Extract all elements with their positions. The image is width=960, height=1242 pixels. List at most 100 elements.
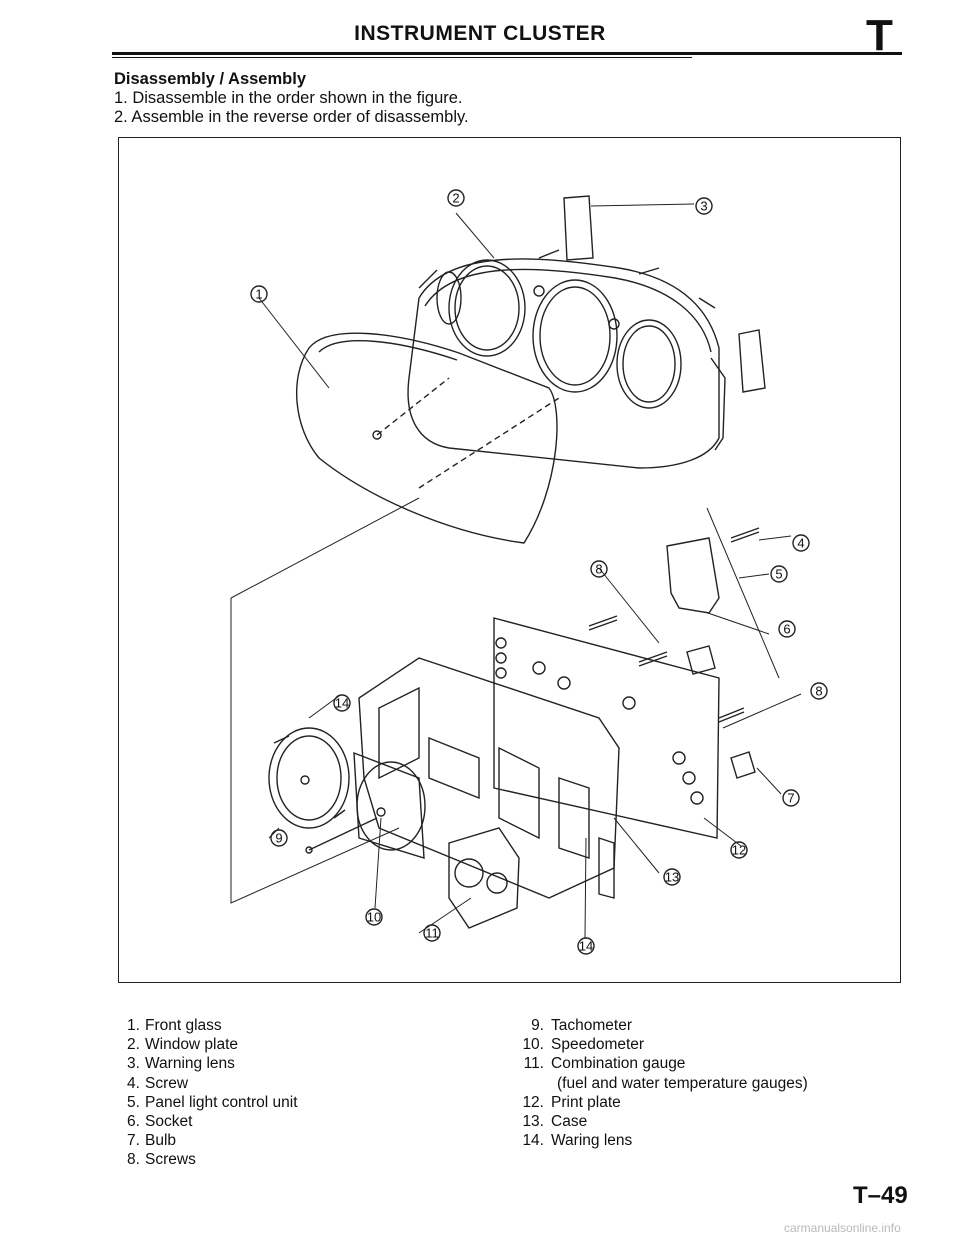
exploded-view-drawing: 2 3 1 4 5 8 6 8 14 7 9 12 13 10 11 14: [230, 189, 828, 955]
speedometer-drawing: [305, 751, 426, 859]
legend-num: 13.: [522, 1113, 544, 1131]
legend-num: 4.: [127, 1074, 140, 1092]
panel-light-control-unit-drawing: [666, 537, 720, 614]
callout-14-left: 14: [333, 694, 351, 712]
legend-label: Speedometer: [551, 1036, 645, 1054]
callout-label-7: 7: [787, 791, 794, 806]
legend-item: 13.Case: [520, 1112, 808, 1131]
legend-num: 8.: [127, 1151, 140, 1169]
legend-num: 10.: [522, 1036, 544, 1054]
intro-block: Disassembly / Assembly 1. Disassemble in…: [114, 70, 469, 127]
callout-label-14b: 14: [579, 939, 593, 954]
callout-6: 6: [778, 620, 796, 638]
callout-2: 2: [447, 189, 465, 207]
callout-8-top: 8: [590, 560, 608, 578]
callout-label-2: 2: [452, 191, 459, 206]
legend-label: Socket: [145, 1113, 193, 1131]
parts-legend-right: 9. Tachometer 10. Speedometer 11. Combinati…: [520, 1016, 808, 1150]
section-heading: Disassembly / Assembly: [114, 70, 306, 88]
legend-item: 14. Waring lens: [520, 1131, 808, 1150]
callout-11: 11: [423, 924, 441, 942]
callout-13: 13: [663, 868, 681, 886]
callout-label-11: 11: [425, 926, 439, 941]
legend-label: Screw: [145, 1074, 189, 1092]
legend-item: 10. Speedometer: [520, 1035, 808, 1054]
warning-lens-drawing: [563, 195, 594, 261]
legend-item: 7. Bulb: [127, 1131, 298, 1150]
print-plate-drawing: [493, 617, 720, 839]
legend-item: 5. Panel light control unit: [127, 1093, 298, 1112]
header-rule: [112, 52, 902, 55]
callout-label-6: 6: [783, 622, 790, 637]
callout-label-4: 4: [797, 536, 804, 551]
callout-label-12: 12: [732, 843, 746, 858]
page-number: T–49: [853, 1182, 908, 1209]
callout-label-3: 3: [700, 199, 707, 214]
callout-label-5: 5: [775, 567, 782, 582]
socket-drawing: [686, 645, 716, 675]
legend-num: 7.: [127, 1132, 140, 1150]
legend-label: Window plate: [145, 1036, 239, 1054]
callouts: 2 3 1 4 5 8 6 8 14 7 9 12 13 10 11 14: [250, 189, 828, 955]
legend-item: 12. Print plate: [520, 1093, 808, 1112]
screw-drawing-2: [638, 651, 668, 667]
legend-label: Front glass: [145, 1017, 222, 1034]
callout-label-13: 13: [665, 870, 679, 885]
legend-num: 5.: [127, 1093, 140, 1111]
window-plate-drawing: [407, 249, 726, 469]
exploded-view-figure: 2 3 1 4 5 8 6 8 14 7 9 12 13 10 11 14: [118, 137, 901, 983]
front-glass-drawing: [295, 332, 560, 544]
bulb-drawing: [730, 751, 756, 779]
legend-item: 6. Socket: [127, 1112, 298, 1131]
callout-4: 4: [792, 534, 810, 552]
page-title: INSTRUMENT CLUSTER: [354, 22, 606, 45]
legend-label: Waring lens: [551, 1132, 633, 1150]
combination-gauge-drawing: [448, 827, 520, 929]
legend-item: 4. Screw: [127, 1074, 298, 1093]
legend-num: 3.: [127, 1055, 140, 1073]
callout-label-1: 1: [255, 287, 262, 302]
callout-label-8a: 8: [595, 562, 602, 577]
screw-drawing-4: [730, 527, 760, 543]
callout-label-14a: 14: [335, 696, 349, 711]
header-rule-thin: [112, 57, 692, 58]
legend-label: Warning lens: [145, 1055, 235, 1073]
parts-legend-left: 1. Front glass 2. Window plate 3. Warning l…: [127, 1016, 298, 1170]
legend-num: 12.: [522, 1093, 544, 1111]
legend-num: 2.: [127, 1036, 140, 1054]
callout-1: 1: [250, 285, 268, 303]
callout-8-right: 8: [810, 682, 828, 700]
callout-14-bottom: 14: [577, 937, 595, 955]
leader-lines: [230, 203, 802, 939]
case-drawing: [358, 657, 620, 899]
legend-num: 14.: [522, 1132, 544, 1150]
step-1: 1. Disassemble in the order shown in the…: [114, 89, 463, 107]
legend-label: (fuel and water temperature gauges): [557, 1074, 808, 1092]
callout-label-10: 10: [367, 910, 381, 925]
screw-drawing-1: [588, 615, 618, 631]
legend-label: Tachometer: [551, 1017, 632, 1034]
watermark: carmanualsonline.info: [784, 1221, 901, 1235]
legend-item-note: (fuel and water temperature gauges): [520, 1074, 808, 1093]
callout-3: 3: [695, 197, 713, 215]
legend-item: 8. Screws: [127, 1150, 298, 1169]
legend-num: 11.: [523, 1055, 544, 1073]
legend-item: 11. Combination gauge: [520, 1054, 808, 1073]
legend-label: Screws: [145, 1151, 196, 1169]
legend-num: 9.: [531, 1017, 544, 1034]
legend-num: 6.: [127, 1113, 140, 1131]
legend-label: Combination gauge: [551, 1055, 686, 1073]
side-lens-drawing: [738, 329, 766, 393]
page-header: INSTRUMENT CLUSTER T: [0, 0, 960, 60]
legend-num: 1.: [127, 1017, 140, 1034]
tachometer-drawing: [268, 727, 350, 829]
legend-label: Print plate: [551, 1093, 621, 1111]
legend-item: 9. Tachometer: [520, 1016, 808, 1035]
callout-10: 10: [365, 908, 383, 926]
section-letter: T: [866, 11, 893, 60]
legend-label: Panel light control unit: [145, 1093, 298, 1111]
screw-drawing-3: [718, 707, 745, 723]
callout-label-9: 9: [275, 831, 282, 846]
legend-label: Bulb: [145, 1132, 177, 1150]
step-2: 2. Assemble in the reverse order of disa…: [114, 108, 469, 126]
